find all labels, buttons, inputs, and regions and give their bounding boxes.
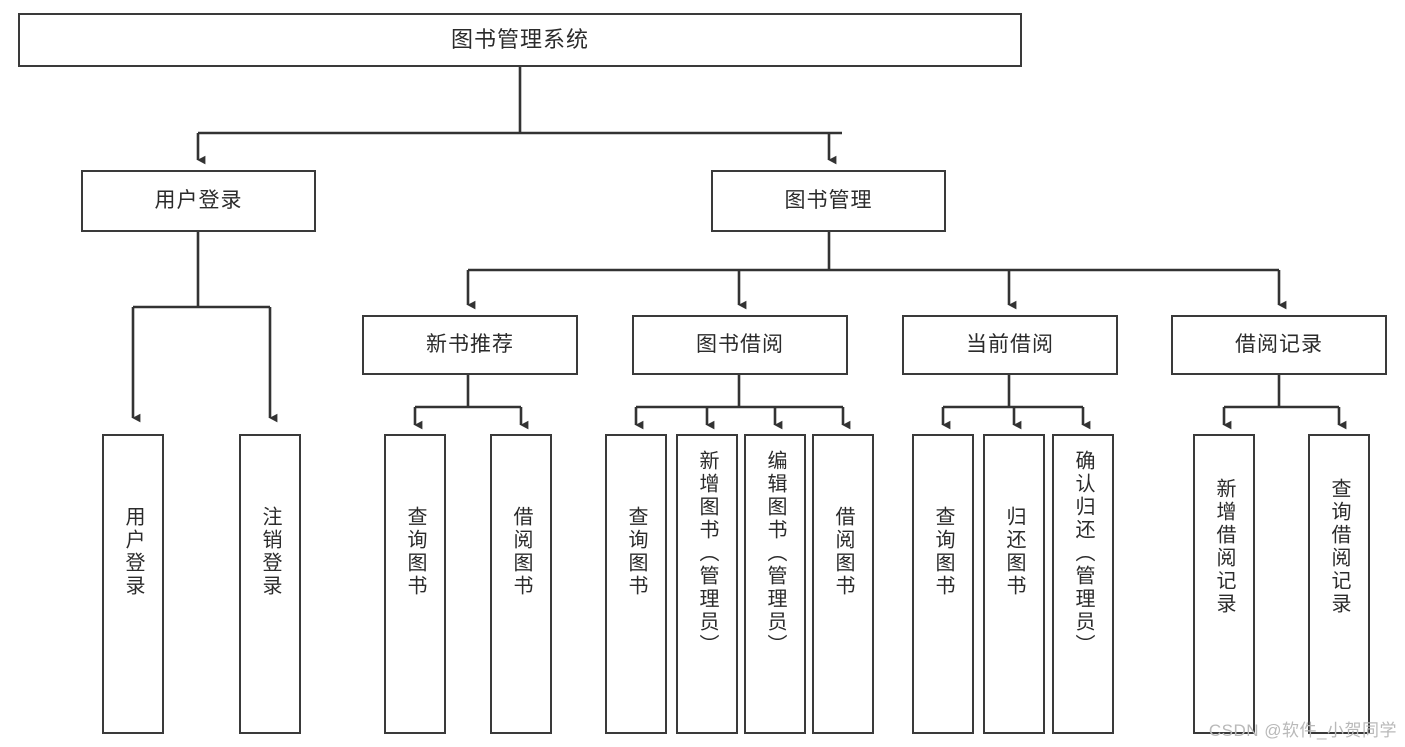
node-label: 图书借阅 [696,332,784,356]
leaf-new-book-query-book[interactable]: 查询图书 [384,434,446,734]
node-label: 图书管理系统 [450,27,589,53]
node-label: 当前借阅 [966,332,1054,356]
node-new-book-recommend[interactable]: 新书推荐 [362,315,578,375]
node-label: 注销登录 [259,506,281,598]
leaf-current-borrow-query-book[interactable]: 查询图书 [912,434,974,734]
node-borrow-record[interactable]: 借阅记录 [1171,315,1387,375]
leaf-book-borrow-borrow-book[interactable]: 借阅图书 [812,434,874,734]
node-label: 查询图书 [404,506,426,598]
leaf-book-borrow-edit-book-admin[interactable]: 编辑图书（管理员） [744,434,806,734]
node-label: 用户登录 [154,188,243,212]
node-label: 归还图书 [1003,506,1025,598]
node-label: 查询图书 [932,506,954,598]
node-root-library-management-system[interactable]: 图书管理系统 [18,13,1022,67]
node-book-management[interactable]: 图书管理 [711,170,946,232]
node-user-login[interactable]: 用户登录 [81,170,316,232]
leaf-current-borrow-confirm-return-admin[interactable]: 确认归还（管理员） [1052,434,1114,734]
node-label: 借阅图书 [832,506,854,598]
leaf-borrow-record-add-record[interactable]: 新增借阅记录 [1193,434,1255,734]
leaf-book-borrow-add-book-admin[interactable]: 新增图书（管理员） [676,434,738,734]
node-label: 确认归还（管理员） [1072,450,1094,657]
node-label: 图书管理 [784,188,873,212]
csdn-watermark: CSDN @软件_小贺同学 [1208,721,1397,740]
leaf-book-borrow-query-book[interactable]: 查询图书 [605,434,667,734]
node-label: 借阅图书 [510,506,532,598]
node-label: 新书推荐 [426,332,514,356]
node-label: 新增图书（管理员） [696,450,718,657]
node-label: 新增借阅记录 [1213,478,1235,616]
leaf-borrow-record-query-record[interactable]: 查询借阅记录 [1308,434,1370,734]
node-label: 编辑图书（管理员） [764,450,786,657]
node-current-borrow[interactable]: 当前借阅 [902,315,1118,375]
leaf-user-login-sign-out[interactable]: 注销登录 [239,434,301,734]
node-label: 查询借阅记录 [1328,478,1350,616]
leaf-new-book-borrow-book[interactable]: 借阅图书 [490,434,552,734]
leaf-user-login-sign-in[interactable]: 用户登录 [102,434,164,734]
node-label: 借阅记录 [1235,332,1323,356]
leaf-current-borrow-return-book[interactable]: 归还图书 [983,434,1045,734]
node-label: 查询图书 [625,506,647,598]
node-label: 用户登录 [122,506,144,598]
node-book-borrow[interactable]: 图书借阅 [632,315,848,375]
